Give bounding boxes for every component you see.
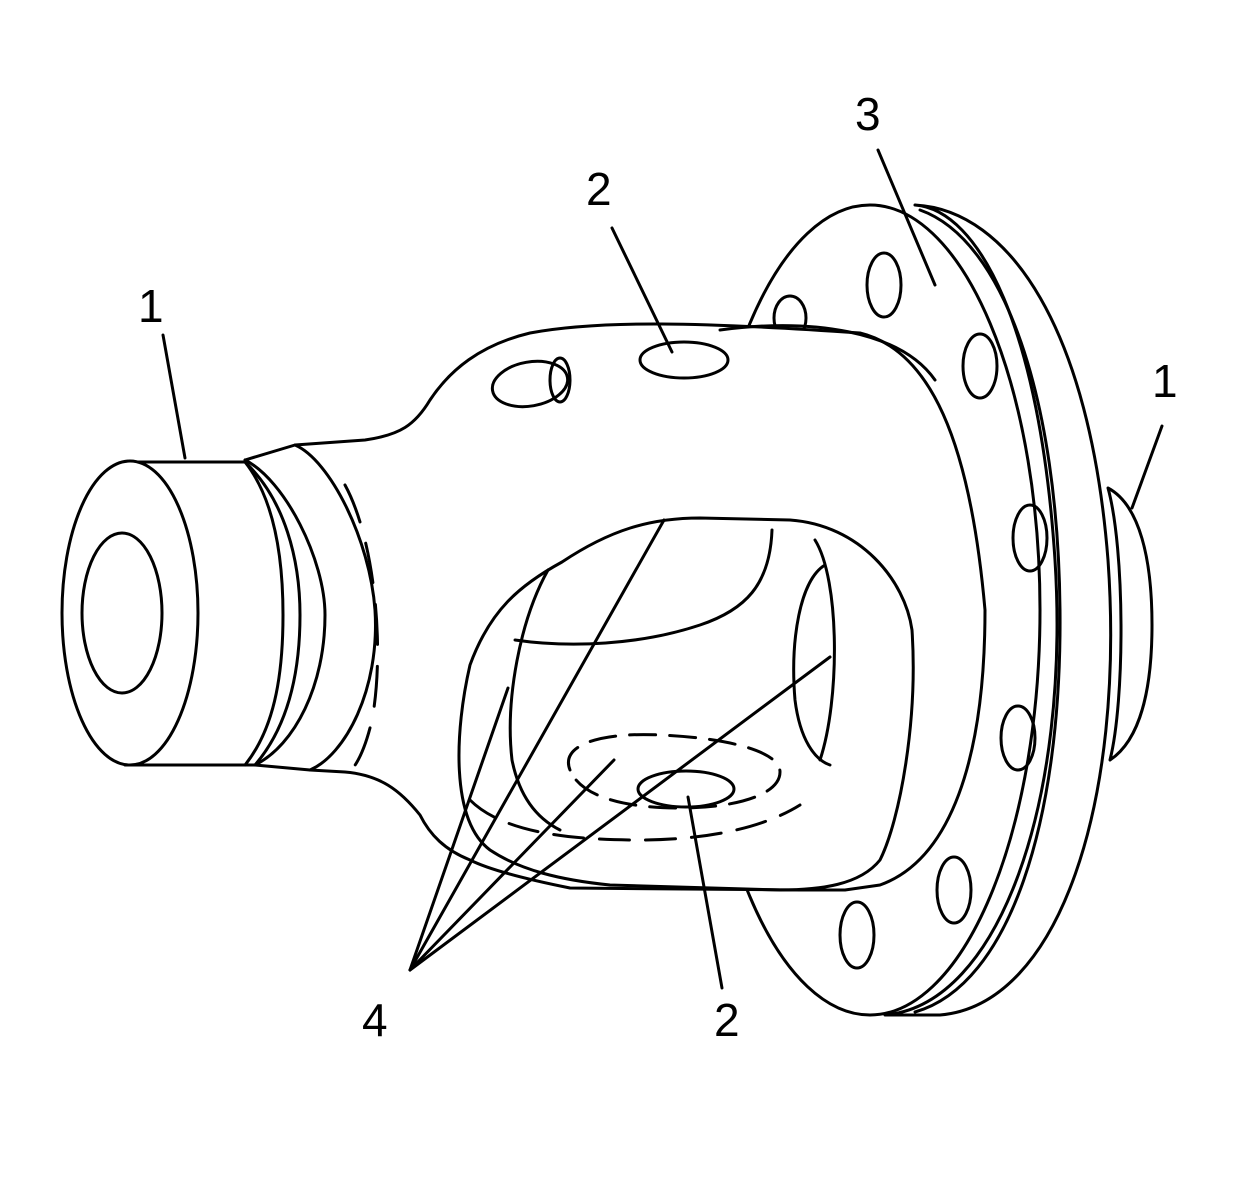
inner-cavity-right <box>792 563 832 767</box>
leader-4-a <box>408 686 510 972</box>
left-shaft-ring <box>243 460 285 767</box>
bolt-hole <box>865 251 903 319</box>
side-window-hole-inner <box>548 356 572 404</box>
leader-4-d <box>408 655 832 972</box>
bolt-hole <box>961 332 999 400</box>
right-shaft-body <box>1106 486 1154 762</box>
flange-bolt-holes <box>772 251 1049 970</box>
left-shaft-end-face <box>60 459 200 767</box>
callout-2-top: 2 <box>586 163 612 215</box>
bolt-hole <box>935 855 973 925</box>
leader-lines <box>161 148 1164 990</box>
callout-labels: 1 2 3 1 4 2 <box>138 88 1178 1046</box>
bottom-pinion-hole <box>636 769 736 809</box>
leader-2-bottom <box>686 795 724 990</box>
leader-4-b <box>408 518 666 972</box>
top-pinion-hole <box>638 340 730 380</box>
body-top-edge <box>718 324 937 382</box>
leader-1-right <box>1130 424 1164 510</box>
callout-1-left: 1 <box>138 280 164 332</box>
callout-1-right: 1 <box>1152 355 1178 407</box>
leader-2-top <box>610 226 674 354</box>
leader-4-c <box>408 758 616 972</box>
callout-2-bottom: 2 <box>714 994 740 1046</box>
lower-hidden-arc <box>468 798 802 842</box>
left-shaft-bore <box>80 531 164 695</box>
inner-cavity-left <box>508 568 562 832</box>
callout-4: 4 <box>362 994 388 1046</box>
leader-1-left <box>161 333 187 460</box>
bolt-hole <box>838 900 876 970</box>
inner-cavity-top <box>513 528 774 646</box>
right-stub-shaft <box>1106 486 1154 762</box>
collar-ring-1 <box>243 458 327 767</box>
bolt-hole <box>999 704 1037 772</box>
inner-cavity-right-edge <box>813 538 836 762</box>
left-hidden-arc <box>343 483 380 774</box>
side-window-hole <box>490 359 570 409</box>
flange-inner-rim-line <box>913 208 1062 1014</box>
bolt-hole <box>1011 503 1049 573</box>
left-stub-shaft <box>60 459 302 767</box>
main-window-outline <box>457 516 915 892</box>
leader-3 <box>876 148 937 287</box>
callout-3: 3 <box>855 88 881 140</box>
flange-rear-rim <box>883 203 1113 1017</box>
